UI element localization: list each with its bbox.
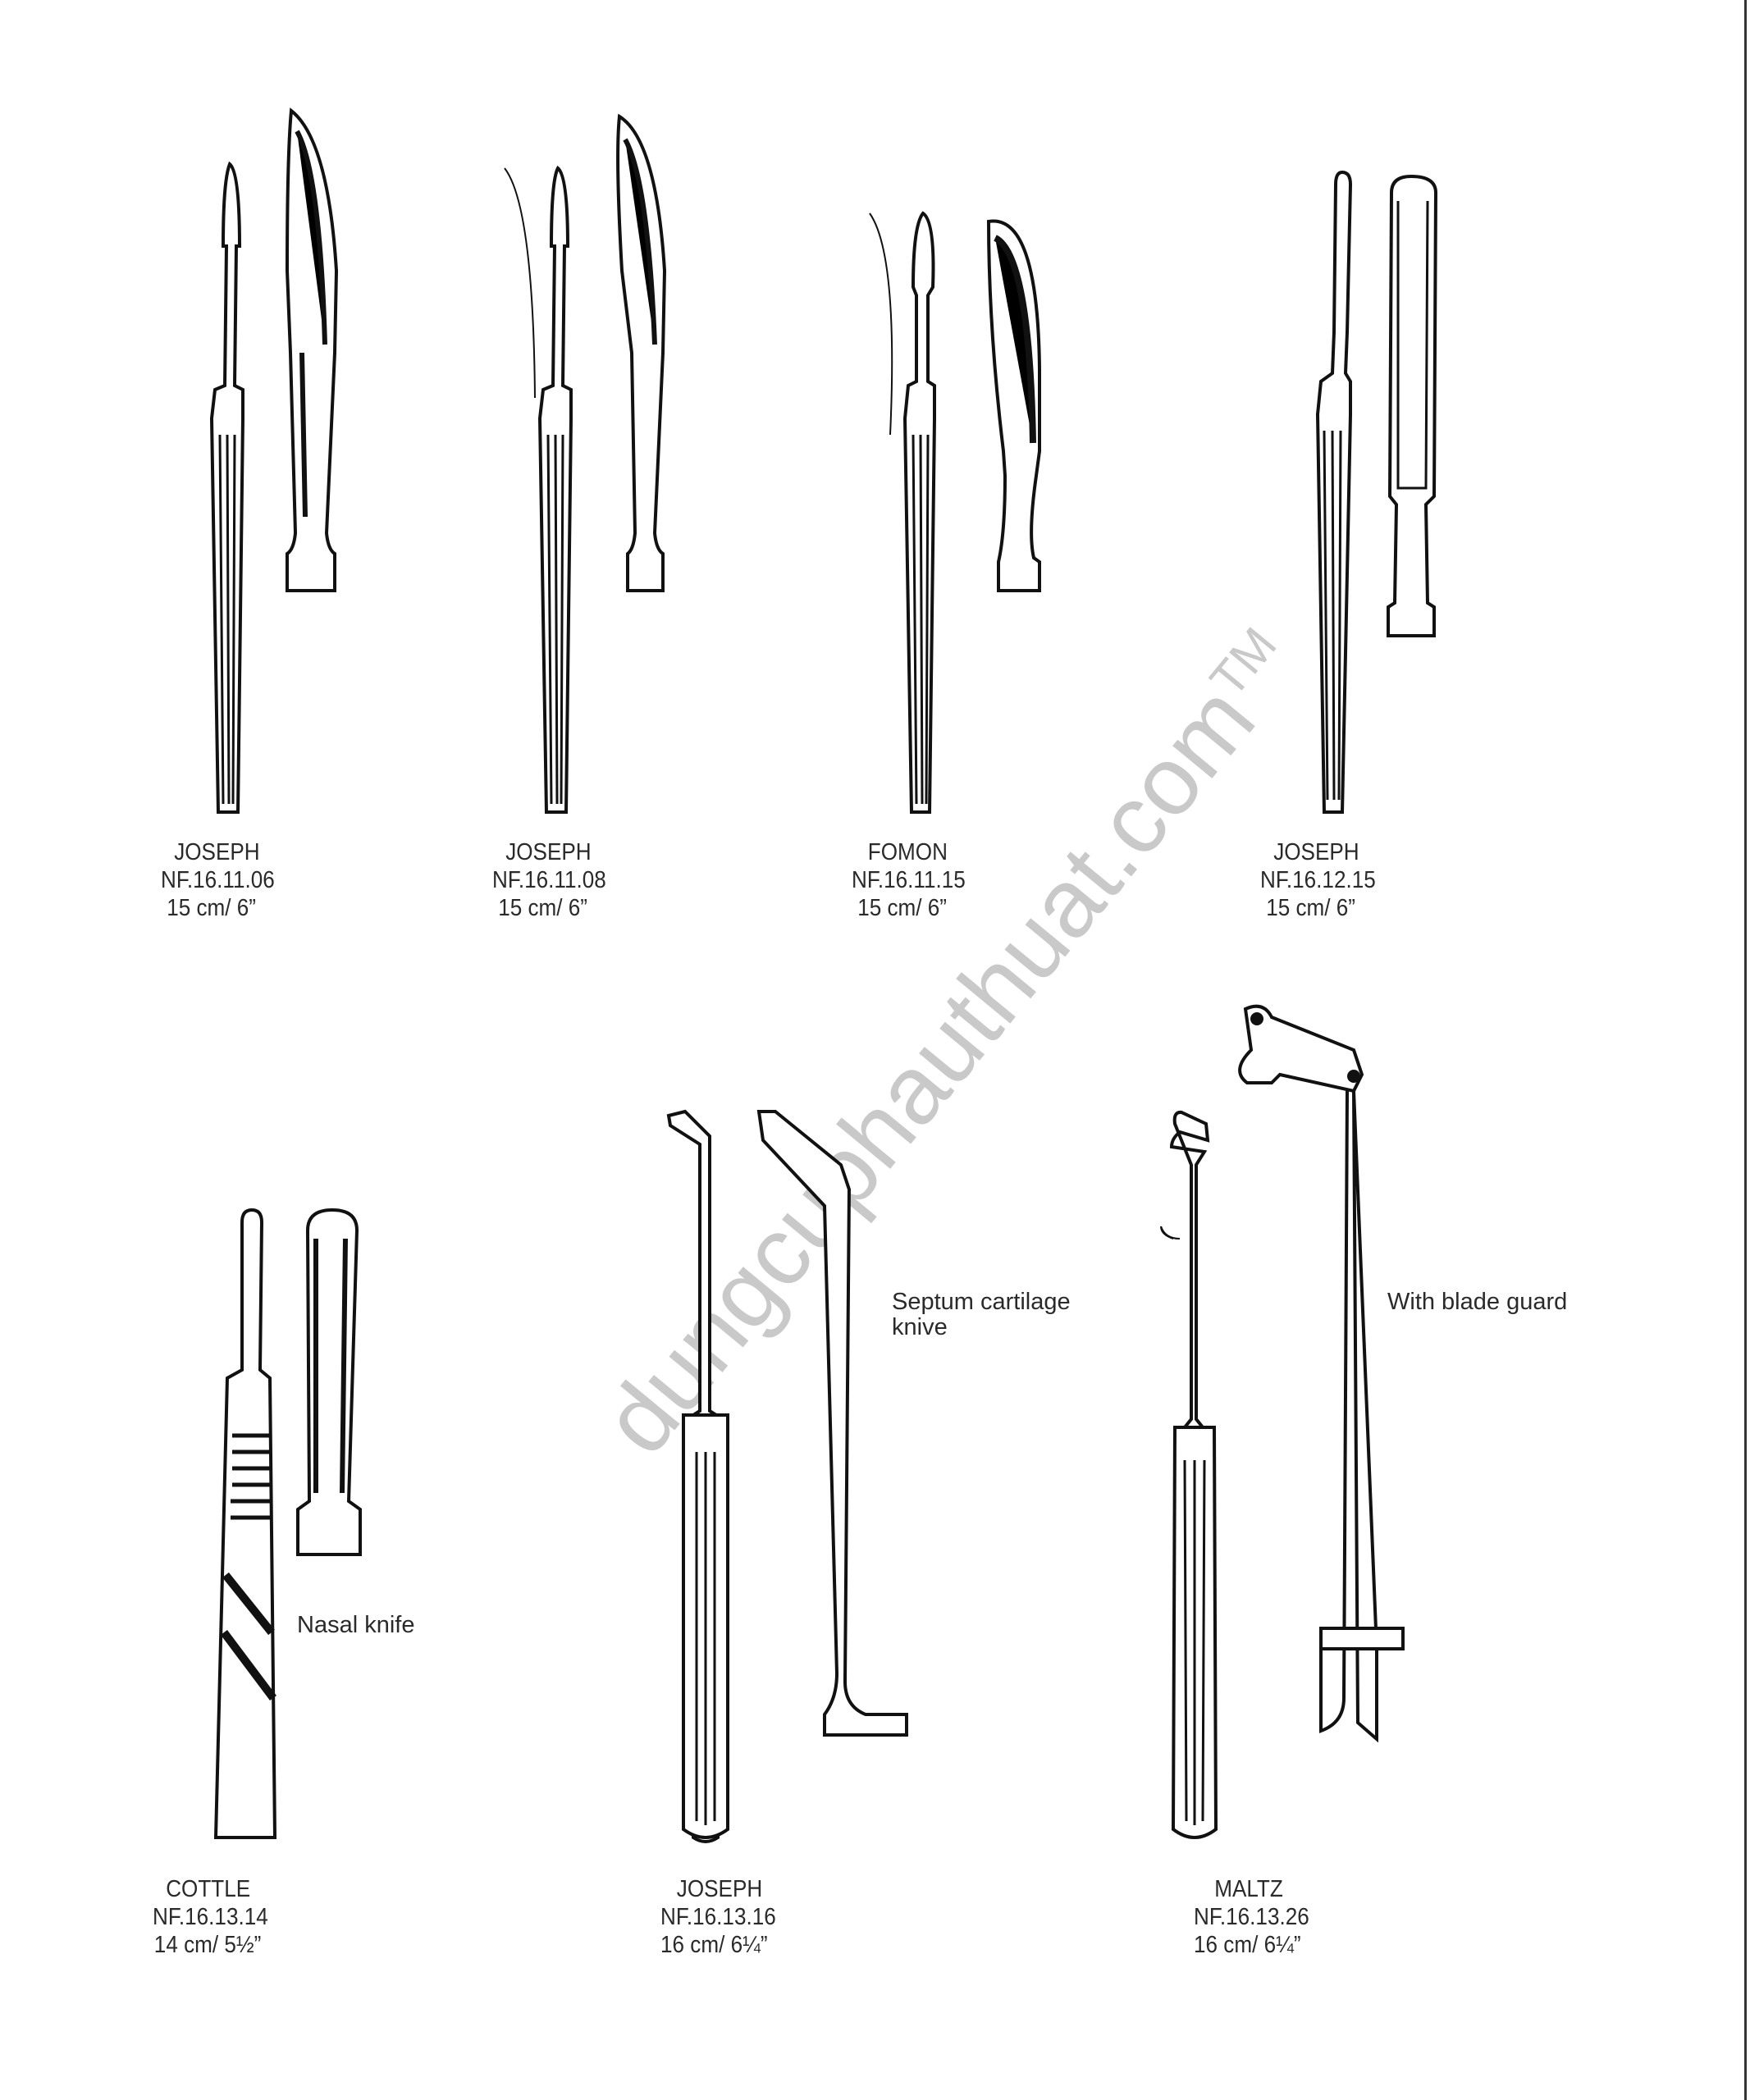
note-nasal-knife: Nasal knife	[297, 1612, 415, 1638]
cottle-nasal-knife-illustration	[213, 1208, 362, 1839]
product-label-nf-16-13-26: MALTZ NF.16.13.26 16 cm/ 6¼”	[1194, 1875, 1309, 1959]
product-name: MALTZ	[1214, 1876, 1283, 1902]
product-size: 14 cm/ 5½”	[153, 1932, 262, 1958]
product-code: NF.16.12.15	[1260, 867, 1376, 893]
fomon-knife-illustration	[869, 211, 1041, 814]
note-septum-cartilage-knive: Septum cartilage knive	[892, 1289, 1071, 1340]
page-border	[1744, 0, 1747, 2100]
product-size: 15 cm/ 6”	[857, 895, 947, 921]
product-size: 15 cm/ 6”	[1266, 895, 1355, 921]
product-name: JOSEPH	[505, 839, 592, 865]
product-label-nf-16-11-08: JOSEPH NF.16.11.08 15 cm/ 6”	[492, 838, 606, 922]
product-name: JOSEPH	[1273, 839, 1359, 865]
product-size: 16 cm/ 6¼”	[1194, 1932, 1301, 1958]
product-code: NF.16.13.26	[1194, 1904, 1309, 1930]
product-name: JOSEPH	[174, 839, 260, 865]
note-with-blade-guard: With blade guard	[1387, 1289, 1568, 1315]
product-label-nf-16-11-15: FOMON NF.16.11.15 15 cm/ 6”	[852, 838, 966, 922]
product-size: 16 cm/ 6¼”	[660, 1932, 768, 1958]
product-code: NF.16.11.06	[161, 867, 275, 893]
product-name: JOSEPH	[676, 1876, 763, 1902]
joseph-knife-illustration-2	[504, 113, 667, 814]
product-name: FOMON	[867, 839, 948, 865]
product-size: 15 cm/ 6”	[167, 895, 256, 921]
product-name: COTTLE	[166, 1876, 251, 1902]
product-label-nf-16-13-14: COTTLE NF.16.13.14 14 cm/ 5½”	[153, 1875, 268, 1959]
product-label-nf-16-11-06: JOSEPH NF.16.11.06 15 cm/ 6”	[161, 838, 275, 922]
product-size: 15 cm/ 6”	[498, 895, 587, 921]
product-label-nf-16-13-16: JOSEPH NF.16.13.16 16 cm/ 6¼”	[660, 1875, 776, 1959]
joseph-knife-illustration-3	[1315, 170, 1438, 814]
product-code: NF.16.13.16	[660, 1904, 776, 1930]
product-code: NF.16.11.08	[492, 867, 606, 893]
maltz-knife-illustration	[1160, 1004, 1405, 1839]
joseph-knife-illustration-1	[209, 107, 339, 814]
product-label-nf-16-12-15: JOSEPH NF.16.12.15 15 cm/ 6”	[1260, 838, 1376, 922]
product-code: NF.16.11.15	[852, 867, 966, 893]
joseph-septum-knife-illustration	[666, 1109, 908, 1843]
product-code: NF.16.13.14	[153, 1904, 268, 1930]
